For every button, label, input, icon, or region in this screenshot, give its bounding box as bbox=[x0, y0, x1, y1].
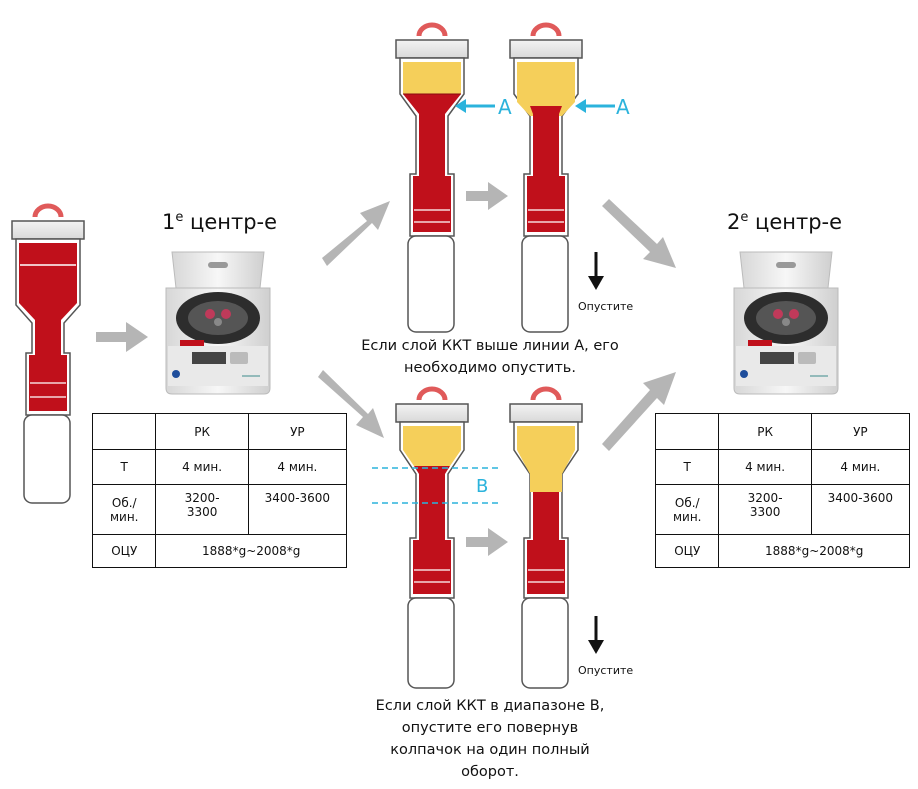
top-caption: Если слой ККТ выше линии А, его необходи… bbox=[361, 338, 619, 376]
second-centrifugation-heading: 2е центр-е bbox=[727, 210, 843, 234]
time-ur: 4 мин. bbox=[810, 449, 911, 485]
lower-arrow-icon bbox=[588, 616, 604, 654]
line-a-label: A bbox=[616, 95, 630, 119]
bottom-caption: Если слой ККТ в диапазоне В, опустите ег… bbox=[375, 698, 605, 780]
rcf-value: 1888*g~2008*g bbox=[155, 534, 347, 568]
time-label: Т bbox=[654, 449, 720, 485]
centrifuge-image bbox=[733, 251, 839, 395]
rpm-rk: 3200-3300 bbox=[718, 484, 812, 535]
flow-arrow-down-icon bbox=[602, 199, 676, 268]
rcf-label: ОЦУ bbox=[91, 534, 157, 568]
line-a-arrow-icon bbox=[455, 99, 495, 113]
tube-top-before bbox=[395, 22, 469, 333]
centrifugation-parameters-table: РК УР Т 4 мин. 4 мин. Об./мин. 3200-3300… bbox=[91, 413, 348, 568]
flow-arrow-right-icon bbox=[466, 182, 508, 210]
centrifuge-image bbox=[165, 251, 271, 395]
lower-label: Опустите bbox=[578, 664, 634, 677]
line-a-arrow-icon bbox=[575, 99, 615, 113]
table-header-cell: УР bbox=[810, 413, 911, 450]
table-header-cell: РК bbox=[718, 413, 812, 450]
table-header-cell bbox=[654, 413, 720, 450]
flow-arrow-down-icon bbox=[318, 370, 384, 438]
table-header-cell: РК bbox=[155, 413, 249, 450]
table-header-cell bbox=[91, 413, 157, 450]
rpm-label: Об./мин. bbox=[91, 484, 157, 535]
tube-bottom-after bbox=[509, 386, 583, 689]
flow-arrow-up-icon bbox=[322, 201, 390, 266]
flow-arrow-right-icon bbox=[466, 528, 508, 556]
tube-full-blood bbox=[11, 203, 85, 504]
tube-bottom-before bbox=[395, 386, 469, 689]
line-a-label: A bbox=[498, 95, 512, 119]
first-centrifugation-heading: 1е центр-е bbox=[162, 210, 278, 234]
flow-arrow-up-icon bbox=[602, 372, 676, 451]
rpm-label: Об./мин. bbox=[654, 484, 720, 535]
time-rk: 4 мин. bbox=[718, 449, 812, 485]
range-b-label: B bbox=[476, 476, 489, 497]
tube-top-after bbox=[509, 22, 583, 333]
rpm-ur: 3400-3600 bbox=[810, 484, 911, 535]
rcf-value: 1888*g~2008*g bbox=[718, 534, 910, 568]
centrifugation-parameters-table: РК УР Т 4 мин. 4 мин. Об./мин. 3200-3300… bbox=[654, 413, 911, 568]
table-header-cell: УР bbox=[247, 413, 348, 450]
lower-arrow-icon bbox=[588, 252, 604, 290]
rcf-label: ОЦУ bbox=[654, 534, 720, 568]
rpm-rk: 3200-3300 bbox=[155, 484, 249, 535]
flow-arrow-right-icon bbox=[96, 322, 148, 352]
time-label: Т bbox=[91, 449, 157, 485]
lower-label: Опустите bbox=[578, 300, 634, 313]
time-rk: 4 мин. bbox=[155, 449, 249, 485]
rpm-ur: 3400-3600 bbox=[247, 484, 348, 535]
time-ur: 4 мин. bbox=[247, 449, 348, 485]
range-b-lines bbox=[372, 467, 502, 504]
